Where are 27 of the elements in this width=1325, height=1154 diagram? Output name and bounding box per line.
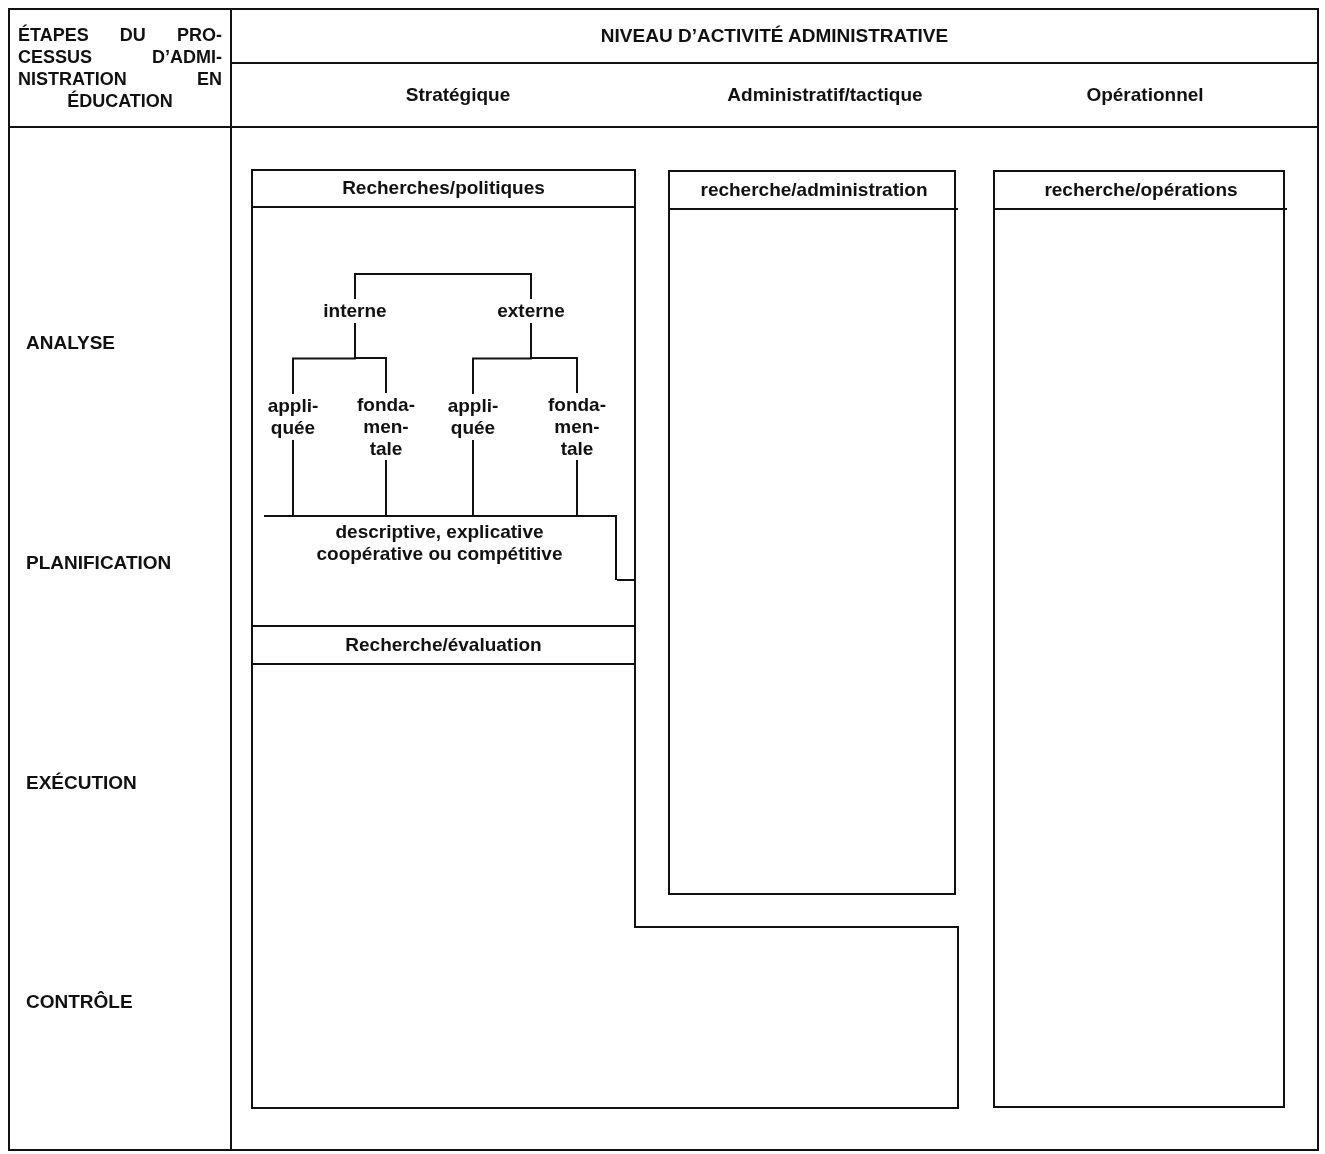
box-heading: Recherches/politiques — [252, 170, 635, 208]
branch-label: interne — [310, 299, 400, 323]
branch-label: fonda- men- tale — [541, 393, 613, 460]
row-label: EXÉCUTION — [26, 771, 137, 795]
row-label: CONTRÔLE — [26, 990, 133, 1014]
connector-line — [530, 322, 578, 394]
connector-line — [385, 459, 387, 516]
connector-line — [576, 459, 578, 516]
connector-line — [354, 322, 387, 394]
box-heading: Recherche/évaluation — [252, 625, 635, 665]
box-heading: recherche/opérations — [995, 172, 1287, 210]
column-header: ÉTAPES DU PRO- CESSUS D’ADMI- NISTRATION EN ÉDUCATION — [12, 12, 228, 124]
branch-label: fonda- men- tale — [350, 393, 422, 460]
branch-label: appli- quée — [442, 394, 504, 440]
column-header: NIVEAU D’ACTIVITÉ ADMINISTRATIVE — [233, 10, 1316, 61]
column-header: Stratégique — [233, 65, 683, 125]
column-header: Opérationnel — [975, 65, 1315, 125]
row-label: ANALYSE — [26, 331, 116, 355]
connector-line — [292, 439, 294, 516]
row-label: PLANIFICATION — [26, 551, 172, 575]
category-box: descriptive, explicative coopérative ou compétitive — [264, 515, 617, 580]
box-heading: recherche/administration — [670, 172, 958, 210]
column-header: Administratif/tactique — [680, 65, 970, 125]
connector-line — [354, 273, 532, 300]
branch-label: externe — [486, 299, 576, 323]
branch-label: appli- quée — [262, 394, 324, 440]
connector-line — [472, 439, 474, 516]
